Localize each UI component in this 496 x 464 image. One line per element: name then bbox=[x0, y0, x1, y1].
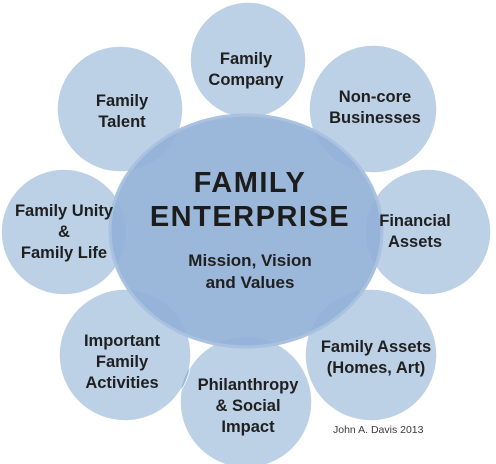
label-family-company: Family Company bbox=[208, 50, 284, 89]
center-title: FAMILY ENTERPRISE bbox=[149, 167, 351, 233]
label-philanthropy: Philanthropy & Social Impact bbox=[197, 375, 299, 436]
outer-circle-non-core-businesses bbox=[308, 44, 438, 174]
center-subtitle: Mission, Vision and Values bbox=[188, 251, 312, 292]
outer-circle-family-assets bbox=[304, 288, 438, 422]
outer-circle-family-talent bbox=[56, 45, 184, 173]
credit-text: John A. Davis 2013 bbox=[333, 424, 424, 436]
label-family-assets: Family Assets (Homes, Art) bbox=[320, 338, 432, 377]
label-family-unity: Family Unity & Family Life bbox=[14, 201, 114, 262]
label-important-family-activities: Important Family Activities bbox=[83, 331, 161, 392]
outer-circle-important-family-activities bbox=[58, 288, 192, 422]
label-financial-assets: Financial Assets bbox=[379, 212, 451, 251]
center-ellipse bbox=[108, 113, 384, 349]
label-non-core-businesses: Non-core Businesses bbox=[329, 88, 421, 127]
label-family-talent: Family Talent bbox=[95, 92, 149, 131]
